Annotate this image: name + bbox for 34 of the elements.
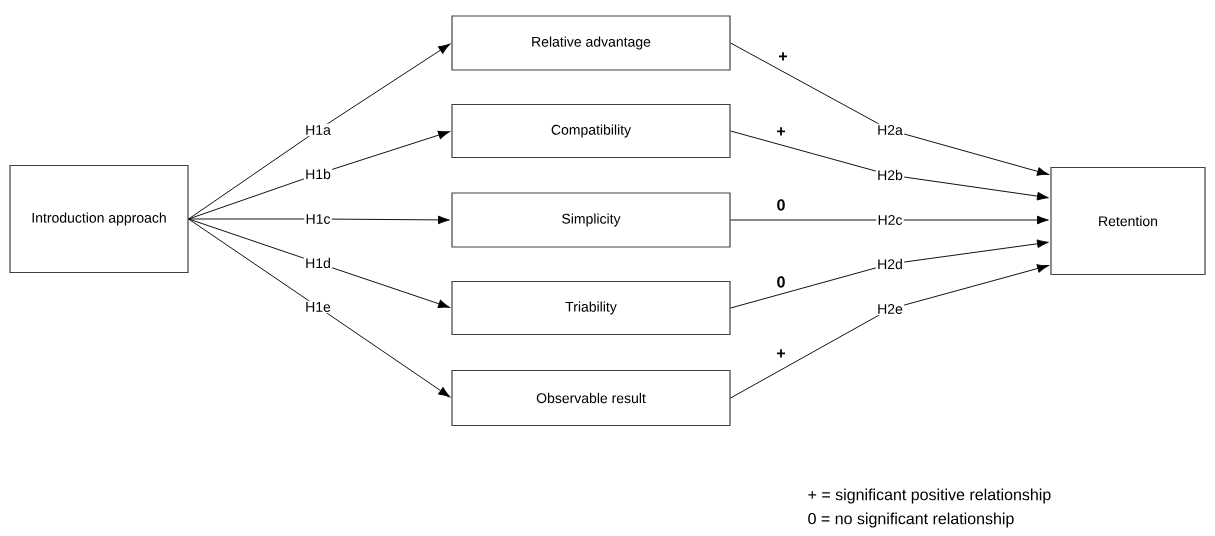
sign-label: + bbox=[777, 127, 786, 136]
arrow bbox=[188, 130, 450, 220]
edge-label: H1a bbox=[303, 123, 333, 137]
edge-label: H2c bbox=[876, 213, 904, 227]
concept-box: Observable result bbox=[451, 369, 731, 427]
concept-box: Triability bbox=[451, 280, 731, 336]
edge-label: H2e bbox=[875, 302, 905, 316]
sign-label: + bbox=[777, 349, 786, 358]
concept-box: Compatibility bbox=[451, 103, 731, 159]
arrow bbox=[188, 218, 450, 309]
sign-label: + bbox=[779, 52, 788, 61]
concept-box: Retention bbox=[1050, 166, 1206, 276]
arrow bbox=[188, 43, 451, 220]
concept-box: Introduction approach bbox=[9, 164, 189, 274]
legend-note: + = significant positive relationship bbox=[808, 488, 1051, 504]
edge-label: H1d bbox=[303, 256, 333, 270]
arrow bbox=[730, 130, 1049, 201]
sign-label: 0 bbox=[777, 199, 785, 211]
arrow bbox=[188, 218, 451, 398]
edge-label: H2a bbox=[875, 123, 905, 137]
arrow bbox=[730, 264, 1049, 399]
arrow bbox=[188, 215, 450, 225]
edge-label: H1e bbox=[303, 300, 333, 314]
arrow bbox=[730, 215, 1049, 225]
sign-label: 0 bbox=[777, 276, 785, 288]
edge-label: H2b bbox=[875, 168, 905, 182]
edge-label: H1c bbox=[304, 212, 332, 226]
edge-label: H1b bbox=[303, 167, 333, 181]
arrow bbox=[730, 42, 1049, 176]
legend-note: 0 = no significant relationship bbox=[808, 512, 1014, 528]
arrow bbox=[730, 239, 1049, 309]
edge-label: H2d bbox=[875, 257, 905, 271]
concept-box: Relative advantage bbox=[451, 15, 731, 71]
concept-box: Simplicity bbox=[451, 192, 731, 248]
